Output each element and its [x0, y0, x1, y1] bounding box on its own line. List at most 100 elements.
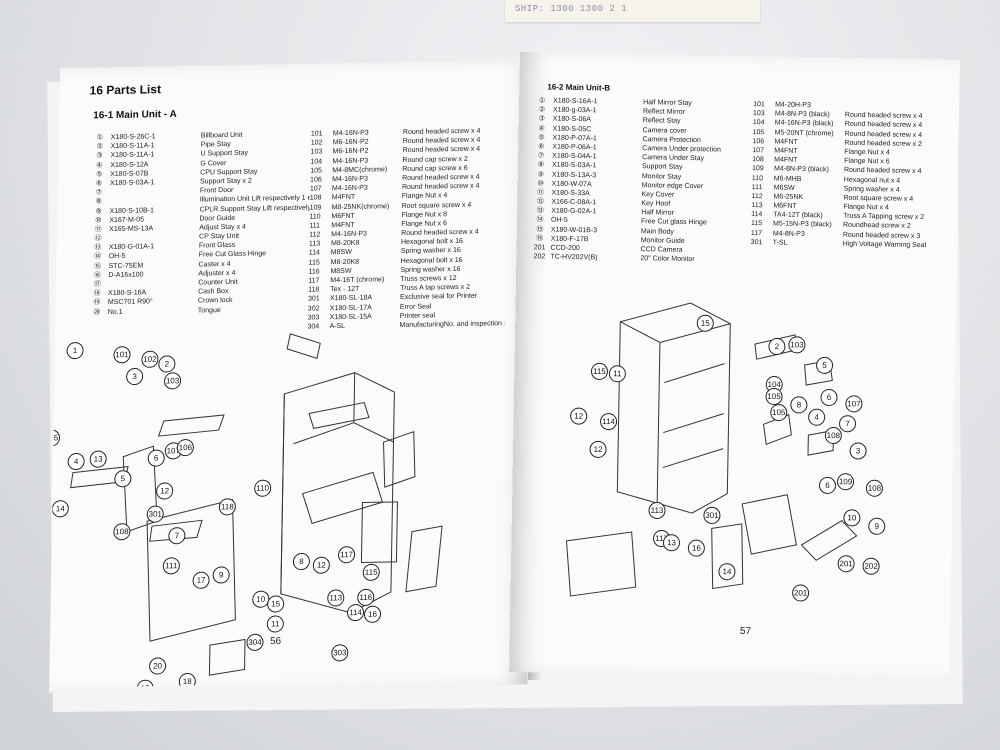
callout-label: 108	[115, 527, 129, 536]
callout-label: 102	[143, 355, 157, 364]
callout-label: 202	[864, 562, 878, 571]
part-code: TC-HV202V(B)	[550, 253, 598, 262]
part-number: 107	[309, 185, 322, 193]
callout-label: 4	[74, 457, 79, 466]
callout-label: 105	[772, 408, 786, 417]
callout-2: 2	[768, 338, 786, 356]
callout-13: 13	[662, 534, 680, 552]
callout-8: 8	[790, 396, 808, 414]
part-number: 202	[533, 253, 546, 261]
callout-202: 202	[862, 557, 880, 575]
callout-7: 7	[839, 415, 857, 433]
part-number: ⑮	[93, 262, 102, 270]
callout-113: 113	[648, 501, 666, 519]
part-number: 116	[308, 268, 320, 276]
callout-115: 115	[362, 563, 380, 581]
callout-label: 113	[651, 506, 664, 515]
callout-label: 15	[701, 319, 711, 328]
diagram-part-outline	[807, 429, 834, 456]
part-number	[750, 256, 772, 266]
callout-14: 14	[718, 563, 736, 581]
callout-label: 304	[248, 638, 262, 647]
part-number: ⑫	[94, 235, 102, 243]
callout-110: 110	[254, 479, 272, 497]
callout-label: 303	[333, 648, 347, 657]
callout-105: 105	[770, 404, 788, 422]
callout-label: 7	[845, 419, 850, 428]
diagram-part-outline	[146, 499, 236, 642]
callout-label: 2	[165, 359, 170, 368]
callout-label: 301	[148, 510, 162, 519]
diagram-part-outline	[662, 448, 724, 469]
callout-label: 14	[722, 567, 732, 576]
part-number: ⑨	[537, 170, 545, 178]
callout-116: 116	[357, 588, 375, 606]
callout-3: 3	[126, 368, 144, 386]
part-number: 107	[752, 147, 765, 155]
part-number: ⑬	[536, 207, 544, 215]
callout-label: 16	[368, 610, 378, 619]
part-number: ⑤	[538, 134, 545, 142]
callout-label: 105	[49, 433, 59, 442]
callout-label: 8	[797, 400, 802, 409]
callout-label: 12	[160, 486, 170, 495]
callout-label: 4	[814, 413, 819, 422]
callout-6: 6	[147, 449, 165, 467]
part-number: ⑭	[536, 216, 544, 224]
callout-2: 2	[158, 355, 176, 373]
callout-label: 1	[73, 346, 78, 355]
part-number: 117	[308, 277, 320, 285]
part-number: 108	[752, 156, 764, 164]
page-number: 56	[269, 635, 282, 648]
callout-label: 103	[166, 376, 180, 385]
part-description: 20" Color Monitor	[640, 255, 695, 264]
callout-label: 17	[197, 576, 207, 585]
callout-8: 8	[292, 553, 310, 571]
diagram-part-outline	[741, 494, 798, 555]
callout-label: 116	[359, 593, 372, 602]
part-number: ⑮	[536, 225, 544, 234]
diagram-part-outline	[308, 401, 370, 429]
callout-label: 18	[183, 677, 193, 686]
diagram-part-outline	[616, 302, 731, 514]
part-number: ⑦	[537, 152, 545, 160]
diagram-part-outline	[711, 523, 744, 590]
callout-13: 13	[89, 450, 107, 468]
part-number: 115	[308, 259, 320, 267]
callout-111: 111	[162, 557, 180, 575]
callout-label: 13	[94, 455, 104, 464]
callout-label: 20	[153, 661, 163, 670]
callout-label: 117	[655, 534, 668, 543]
part-number: 106	[752, 137, 765, 146]
callout-3: 3	[849, 442, 867, 460]
callout-label: 104	[767, 380, 781, 389]
part-number: 110	[309, 213, 321, 221]
callout-label: 10	[847, 513, 857, 522]
part-number: 117	[750, 229, 763, 237]
part-description	[842, 258, 947, 269]
part-number: ⑬	[94, 244, 102, 252]
callout-115: 115	[590, 362, 608, 380]
page-number: 57	[739, 625, 752, 638]
callout-label: 301	[705, 511, 719, 520]
part-number: ④	[96, 161, 103, 169]
callout-103: 103	[788, 336, 806, 354]
callout-label: 107	[847, 399, 861, 408]
callout-106: 106	[176, 439, 194, 457]
callout-15: 15	[696, 314, 714, 332]
callout-16: 16	[687, 539, 705, 557]
callout-9: 9	[868, 517, 886, 535]
part-number: 111	[309, 222, 320, 230]
callout-label: 15	[271, 599, 281, 608]
callout-12: 12	[156, 482, 174, 500]
callout-12: 12	[589, 440, 607, 458]
sticky-note: SHIP: 1300 1300 2 1	[505, 0, 760, 22]
callout-label: 2	[775, 342, 780, 351]
part-number: ③	[538, 115, 546, 123]
part-number: ①	[96, 134, 103, 142]
page-title: 16 Parts List	[89, 82, 162, 98]
part-number: ②	[538, 106, 546, 114]
part-number: 103	[310, 148, 323, 156]
callout-201: 201	[792, 584, 810, 602]
part-number: ②	[96, 143, 103, 151]
